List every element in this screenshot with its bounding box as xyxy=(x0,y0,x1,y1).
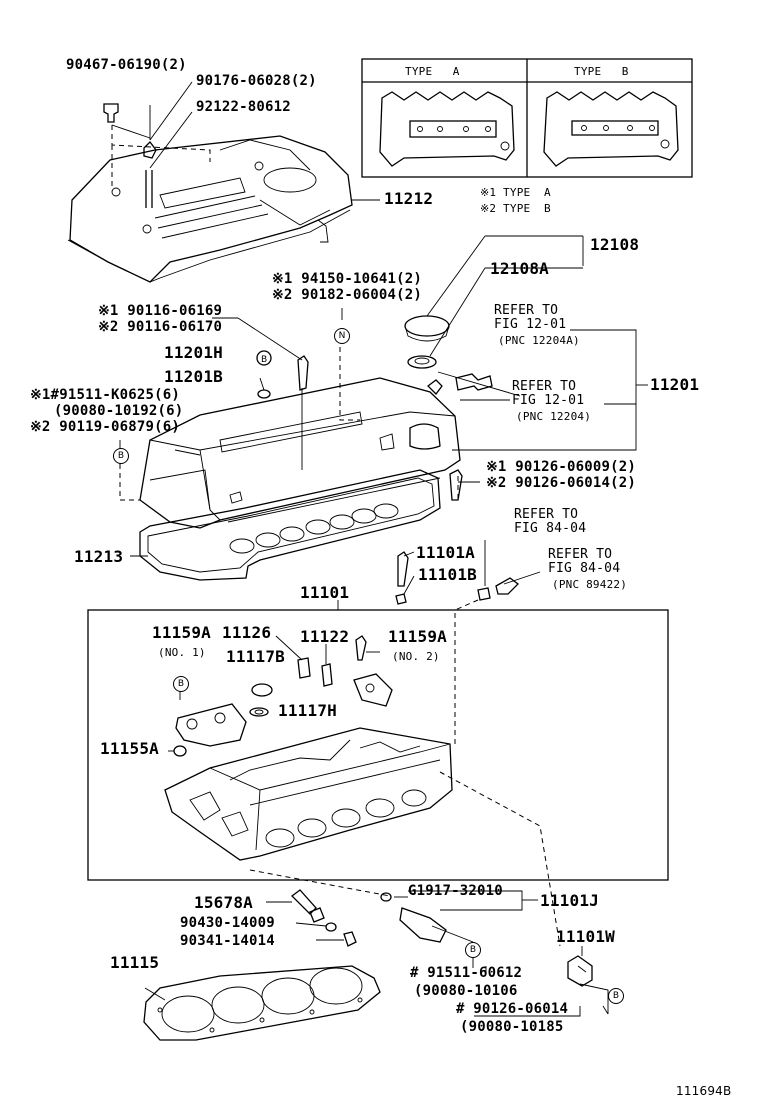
refer-1-line2: FIG 12-01 xyxy=(494,317,567,332)
figure-id: 111694B xyxy=(676,1084,732,1098)
label-91511-k0625: ※1#91511-K0625(6) xyxy=(30,387,180,403)
refer-3-line2: FIG 84-04 xyxy=(514,521,587,536)
label-12108a: 12108A xyxy=(490,259,549,278)
legend-type-b: ※2 TYPE B xyxy=(480,202,551,215)
label-g1917-32010: G1917-32010 xyxy=(408,883,503,899)
refer-2-line1: REFER TO xyxy=(512,379,577,394)
label-90467-06190: 90467-06190(2) xyxy=(66,57,187,73)
legend-type-a: ※1 TYPE A xyxy=(480,186,551,199)
label-11101b: 11101B xyxy=(418,565,477,584)
label-11117b: 11117B xyxy=(226,647,285,666)
label-11126: 11126 xyxy=(222,623,272,642)
label-90080-10106: (90080-10106 xyxy=(414,983,518,999)
label-11101a: 11101A xyxy=(416,543,475,562)
label-90119-06879: ※2 90119-06879(6) xyxy=(30,419,180,435)
refer-4-line3: (PNC 89422) xyxy=(552,578,628,591)
refer-2-line3: (PNC 12204) xyxy=(516,410,592,423)
refer-4-line1: REFER TO xyxy=(548,547,613,562)
label-11212: 11212 xyxy=(384,189,434,208)
tag-n: N xyxy=(334,328,350,344)
cylinder-head xyxy=(164,727,453,861)
refer-1-line1: REFER TO xyxy=(494,303,559,318)
label-90116-06170: ※2 90116-06170 xyxy=(98,319,223,335)
label-11115: 11115 xyxy=(110,953,160,972)
label-11101j: 11101J xyxy=(540,891,599,910)
label-90341-14014: 90341-14014 xyxy=(180,933,275,949)
type-b-label: TYPE B xyxy=(574,65,629,78)
label-11101w: 11101W xyxy=(556,927,615,946)
label-90176-06028: 90176-06028(2) xyxy=(196,73,317,89)
svg-text:B: B xyxy=(261,355,267,365)
label-no2: (NO. 2) xyxy=(392,650,440,663)
label-90126-06014: ※2 90126-06014(2) xyxy=(486,475,636,491)
type-a-label: TYPE A xyxy=(405,65,460,78)
label-11122: 11122 xyxy=(300,627,350,646)
label-12108: 12108 xyxy=(590,235,640,254)
label-no1: (NO. 1) xyxy=(158,646,206,659)
type-inset xyxy=(361,58,693,178)
tag-b-2: B xyxy=(173,676,189,692)
label-92122-80612: 92122-80612 xyxy=(196,99,291,115)
label-90430-14009: 90430-14009 xyxy=(180,915,275,931)
engine-cover xyxy=(67,135,353,283)
label-11159a-2: 11159A xyxy=(388,627,447,646)
head-gasket xyxy=(143,965,381,1041)
label-11201b: 11201B xyxy=(164,367,223,386)
label-90116-06169: ※1 90116-06169 xyxy=(98,303,223,319)
label-90182-06004: ※2 90182-06004(2) xyxy=(272,287,422,303)
label-90126-06014-b: # 90126-06014 xyxy=(456,1001,569,1017)
label-90126-06009: ※1 90126-06009(2) xyxy=(486,459,636,475)
label-11201h: 11201H xyxy=(164,343,223,362)
refer-2-line2: FIG 12-01 xyxy=(512,393,585,408)
head-cover xyxy=(139,377,461,554)
label-90080-10185: (90080-10185 xyxy=(460,1019,564,1035)
label-11213: 11213 xyxy=(74,547,124,566)
label-11117h: 11117H xyxy=(278,701,337,720)
label-11155a: 11155A xyxy=(100,739,159,758)
tag-b-1: B xyxy=(113,448,129,464)
label-90080-10192: (90080-10192(6) xyxy=(54,403,184,419)
label-11159a-1: 11159A xyxy=(152,623,211,642)
label-94150-10641: ※1 94150-10641(2) xyxy=(272,271,422,287)
tag-b-3: B xyxy=(465,942,481,958)
label-11201: 11201 xyxy=(650,375,700,394)
refer-4-line2: FIG 84-04 xyxy=(548,561,621,576)
refer-1-line3: (PNC 12204A) xyxy=(498,334,580,347)
tag-b-4: B xyxy=(608,988,624,1004)
label-91511-60612: # 91511-60612 xyxy=(410,965,523,981)
label-15678a: 15678A xyxy=(194,893,253,912)
label-11101: 11101 xyxy=(300,583,350,602)
refer-3-line1: REFER TO xyxy=(514,507,579,522)
